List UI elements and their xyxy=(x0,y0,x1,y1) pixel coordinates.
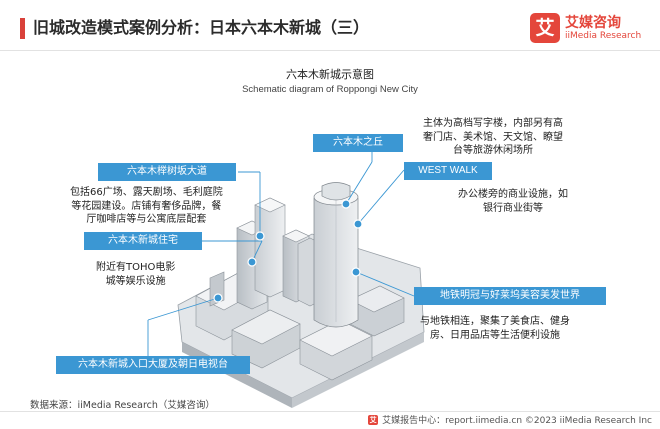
data-source: 数据来源：iiMedia Research（艾媒咨询） xyxy=(30,400,215,411)
logo-mark: 艾 xyxy=(530,13,560,43)
report-center-text: 艾媒报告中心：report.iimedia.cn ©2023 iiMedia R… xyxy=(382,416,652,426)
label-residence: 六本木新城住宅 xyxy=(84,232,202,250)
desc-west-walk: 办公楼旁的商业设施，如 银行商业街等 xyxy=(458,189,568,214)
iimedia-icon: 艾 xyxy=(368,414,379,425)
label-west-walk: WEST WALK xyxy=(404,162,492,180)
diagram-title-cn: 六本木新城示意图 xyxy=(286,68,374,81)
logo-name-cn: 艾媒咨询 xyxy=(565,15,621,31)
label-entrance-tv-asahi: 六本木新城入口大厦及朝日电视台 xyxy=(56,356,250,374)
residential-towers xyxy=(236,197,323,310)
footer-credit: 艾 艾媒报告中心：report.iimedia.cn ©2023 iiMedia… xyxy=(368,413,652,426)
brand-logo: 艾 艾媒咨询 iiMedia Research xyxy=(530,12,652,48)
label-keyakizaka: 六本木榉树坂大道 xyxy=(98,163,236,181)
footer-divider xyxy=(0,411,660,412)
header-divider xyxy=(0,50,660,51)
page-title: 旧城改造模式案例分析：日本六本木新城（三） xyxy=(33,18,370,37)
desc-keyakizaka: 包括66广场、露天剧场、毛利庭院 等花园建设。店铺有奢侈品牌，餐 厅咖啡店等与公… xyxy=(70,187,223,225)
desc-roppongi-hills: 主体为高档写字楼，内部另有高 奢门店、美术馆、天文馆、瞭望 台等旅游休闲场所 xyxy=(423,118,563,156)
desc-residence: 附近有TOHO电影 城等娱乐设施 xyxy=(96,262,176,287)
callout-dots xyxy=(213,199,363,303)
mori-tower xyxy=(313,182,359,328)
logo-name-en: iiMedia Research xyxy=(565,31,642,41)
diagram-title-en: Schematic diagram of Roppongi New City xyxy=(242,84,418,95)
label-roppongi-hills: 六本木之丘 xyxy=(313,134,403,152)
desc-metro-hat: 与地铁相连，聚集了美食店、健身 房、日用品店等生活便利设施 xyxy=(420,316,570,341)
title-accent-bar xyxy=(20,18,25,39)
connector-lines xyxy=(147,143,415,362)
label-metro-hat: 地铁明冠与好莱坞美容美发世界 xyxy=(414,287,606,305)
